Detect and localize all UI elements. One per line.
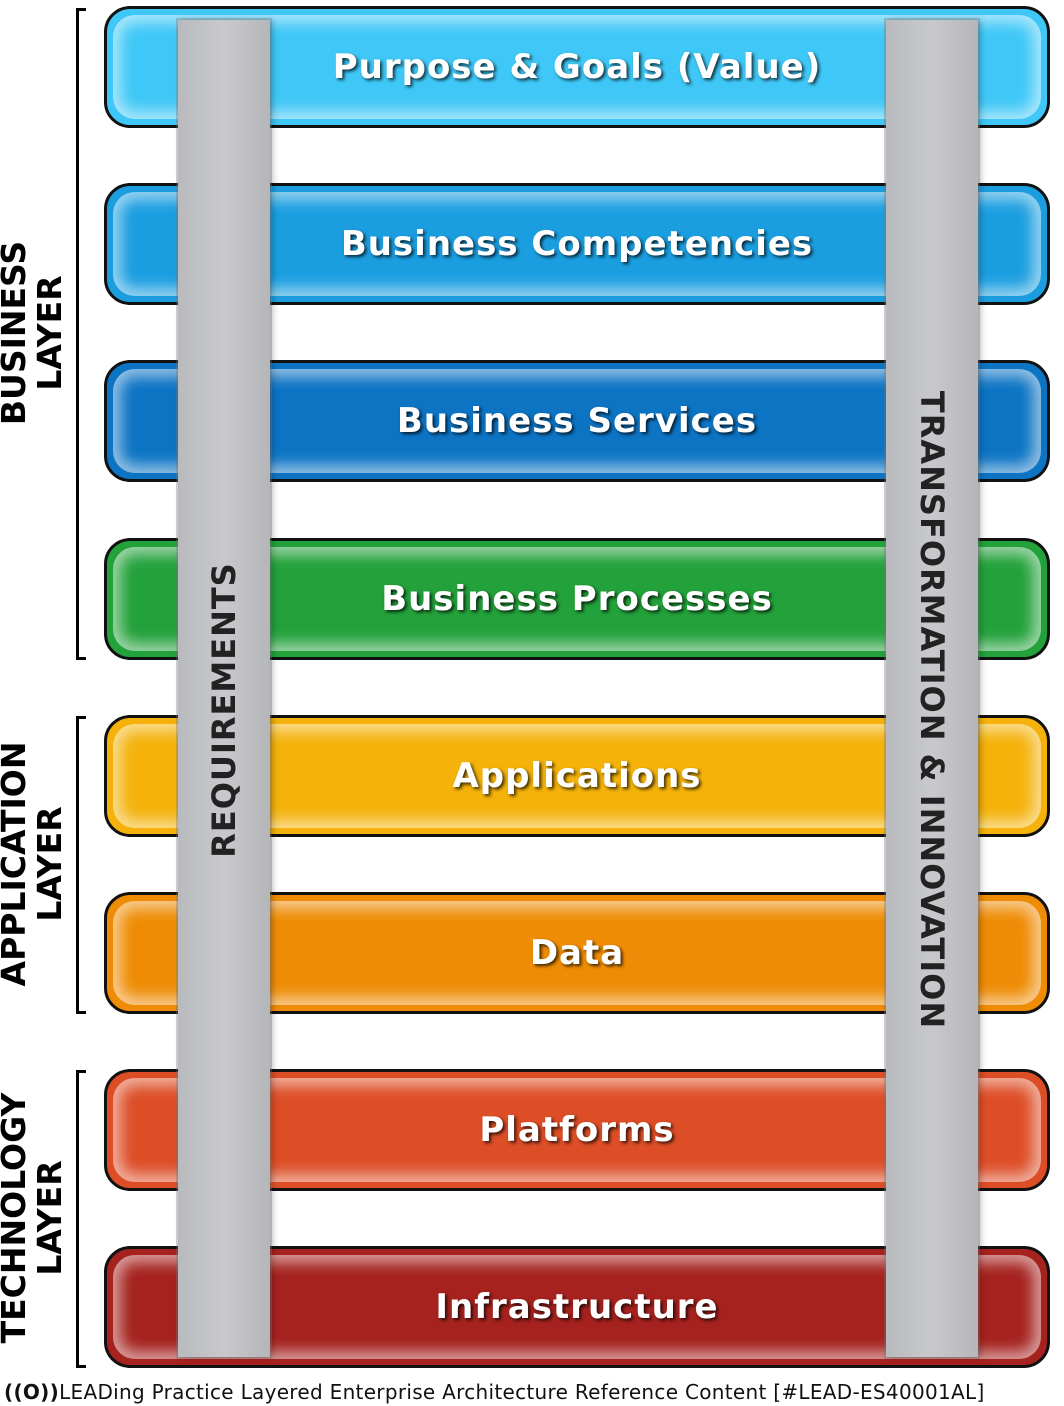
requirements-pillar: REQUIREMENTS bbox=[178, 20, 270, 1357]
footer-caption: ((O))LEADing Practice Layered Enterprise… bbox=[4, 1380, 985, 1404]
layer-label: Infrastructure bbox=[435, 1287, 719, 1327]
footer-text: LEADing Practice Layered Enterprise Arch… bbox=[59, 1380, 985, 1404]
application-layer-bracket bbox=[76, 716, 86, 1014]
leading-practice-logo-icon: ((O)) bbox=[4, 1380, 60, 1404]
layer-label: Business Competencies bbox=[340, 224, 814, 264]
business-layer-label: BUSINESS LAYER bbox=[0, 240, 69, 426]
transformation-innovation-label: TRANSFORMATION & INNOVATION bbox=[913, 390, 951, 1030]
application-layer-label: APPLICATION LAYER bbox=[0, 741, 69, 987]
requirements-label: REQUIREMENTS bbox=[205, 562, 243, 858]
layer-label: Applications bbox=[452, 756, 702, 796]
layer-label: Purpose & Goals (Value) bbox=[332, 47, 822, 87]
layer-label: Data bbox=[529, 933, 625, 973]
layer-label: Platforms bbox=[479, 1110, 675, 1150]
technology-layer-bracket bbox=[76, 1070, 86, 1368]
layer-label: Business Services bbox=[396, 401, 758, 441]
technology-layer-label: TECHNOLOGY LAYER bbox=[0, 1092, 69, 1344]
transformation-innovation-pillar: TRANSFORMATION & INNOVATION bbox=[886, 20, 978, 1357]
business-layer-bracket bbox=[76, 8, 86, 660]
layer-label: Business Processes bbox=[381, 579, 773, 619]
